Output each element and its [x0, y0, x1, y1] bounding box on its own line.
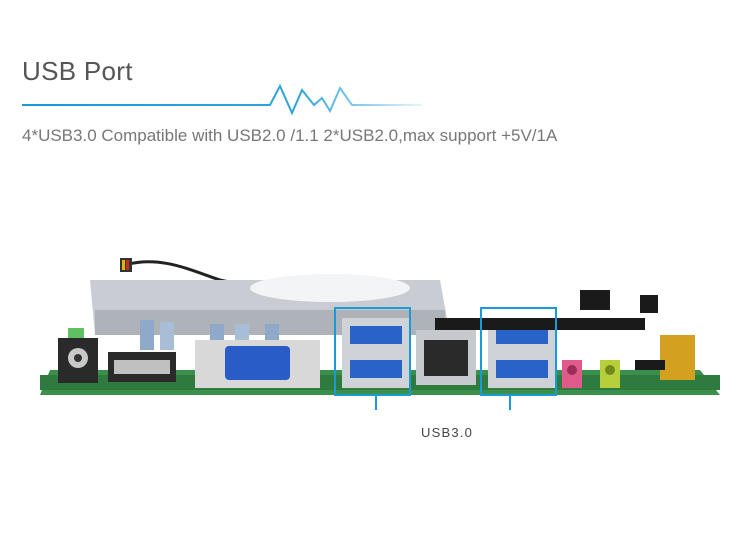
usb3-callout-label: USB3.0 — [421, 425, 474, 440]
motherboard-image — [40, 258, 720, 410]
pulse-divider — [22, 83, 422, 116]
feature-description: 4*USB3.0 Compatible with USB2.0 /1.1 2*U… — [22, 126, 558, 145]
page-title: USB Port — [22, 56, 133, 86]
